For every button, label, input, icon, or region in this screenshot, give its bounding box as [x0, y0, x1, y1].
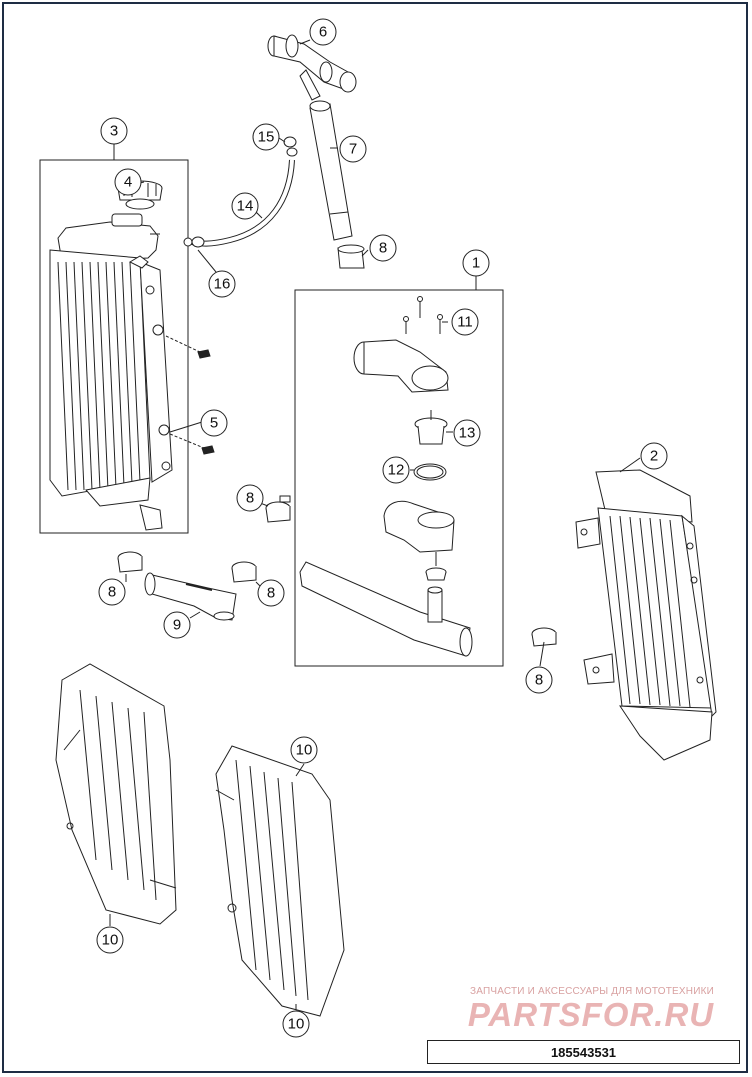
part-number: 185543531	[550, 1044, 617, 1060]
thermostat-cover	[353, 339, 449, 393]
t-hose	[299, 561, 473, 657]
callout-circles	[96, 18, 668, 1038]
callout-16: 16	[214, 276, 231, 293]
hose-clamp-8-inner	[425, 567, 447, 581]
screws-11	[403, 296, 443, 334]
callout-6: 6	[319, 24, 327, 41]
callout-1: 1	[472, 255, 480, 272]
hose-clamp-8-top	[337, 244, 365, 269]
o-ring-12	[413, 463, 447, 481]
left-radiator	[49, 213, 173, 531]
hose-clamp-8-right	[231, 561, 257, 583]
hose-clamp-8-far	[531, 627, 557, 647]
callout-15: 15	[258, 129, 275, 146]
callout-8-mid: 8	[246, 490, 254, 507]
hose-coupling-6	[267, 34, 357, 101]
callout-14: 14	[237, 198, 254, 215]
hose-clamp-8-left	[117, 551, 143, 573]
callout-8-left: 8	[108, 584, 116, 601]
right-radiator	[575, 469, 717, 761]
callout-10-right: 10	[296, 742, 313, 759]
hose-clamp-8-mid	[265, 495, 291, 523]
callout-8-top: 8	[379, 240, 387, 257]
radiator-shroud-right	[215, 745, 345, 1017]
watermark-tagline: ЗАПЧАСТИ И АКСЕССУАРЫ ДЛЯ МОТОТЕХНИКИ	[469, 986, 715, 997]
callout-3: 3	[110, 123, 118, 140]
part-number-box: 185543531	[427, 1040, 740, 1064]
callout-11: 11	[457, 314, 473, 331]
callout-9: 9	[173, 617, 181, 634]
callout-10-left: 10	[102, 932, 119, 949]
thermostat-housing	[383, 500, 455, 566]
screw-lower	[169, 433, 215, 455]
hose-9	[144, 572, 237, 621]
callout-13: 13	[459, 425, 476, 442]
callout-2: 2	[650, 448, 658, 465]
callout-4: 4	[124, 174, 132, 191]
callout-12: 12	[388, 462, 405, 479]
hose-clamp-16	[183, 236, 205, 248]
callout-8-far: 8	[535, 672, 543, 689]
hose-clamp-15	[283, 136, 298, 157]
thermostat-13	[414, 410, 448, 445]
group-box-1	[294, 289, 504, 667]
callout-5: 5	[210, 415, 218, 432]
callout-7: 7	[349, 141, 357, 158]
coolant-pipe-7	[309, 100, 353, 241]
watermark-brand: PARTSFOR.RU	[467, 996, 715, 1033]
leader-lines	[109, 39, 641, 1010]
callout-10-bottom: 10	[288, 1016, 305, 1033]
callout-8-right: 8	[267, 585, 275, 602]
screw-upper	[165, 335, 211, 359]
callout-labels: 1 2 3 4 5 6 7 8 8 8 8 8 9 10 10 10 11 12…	[102, 24, 659, 1033]
radiator-shroud-left	[55, 663, 177, 925]
